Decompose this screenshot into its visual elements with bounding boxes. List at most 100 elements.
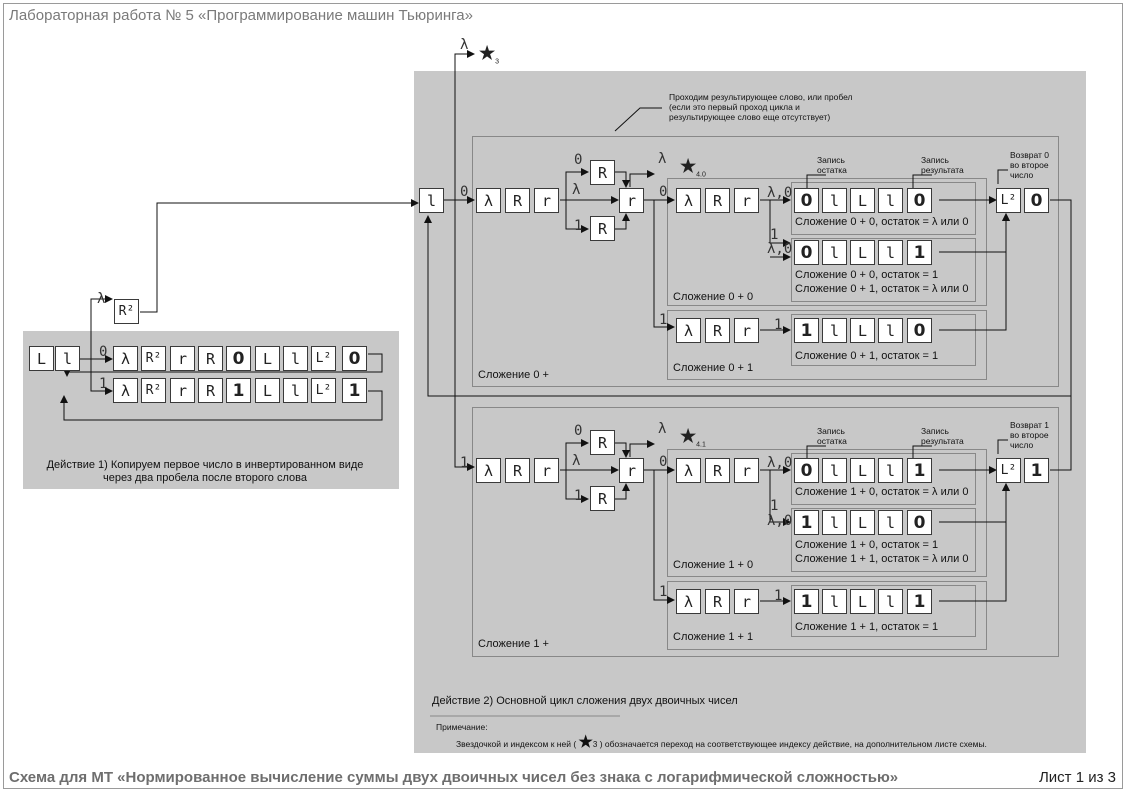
label-0: 0 <box>99 344 108 360</box>
label-lambda: λ <box>658 151 667 167</box>
label-1: 1 <box>574 218 583 234</box>
s01-rem1: Сложение 0 + 1, остаток = 1 <box>795 350 939 362</box>
label-1: 1 <box>774 588 783 604</box>
cell-l: l <box>878 188 903 213</box>
action1-caption: Действие 1) Копируем первое число в инве… <box>46 459 364 484</box>
sheet-frame <box>3 3 1123 789</box>
label-slozh01: Сложение 0 + 1 <box>673 362 754 374</box>
cell-r: r <box>734 188 759 213</box>
cell-L: L <box>850 188 875 213</box>
label-1: 1 <box>774 317 783 333</box>
cell-r: r <box>534 188 559 213</box>
label-vozvrat1: Возврат 1 во второе число <box>1010 420 1049 450</box>
frame-s00-a <box>791 182 976 235</box>
cell-R: R <box>505 188 530 213</box>
star-icon: ★ <box>578 734 593 751</box>
cell-L: L <box>850 240 875 265</box>
cell-l: l <box>55 346 80 371</box>
label-1: 1 <box>770 498 779 514</box>
cell-0: 0 <box>907 510 932 535</box>
label-zapis-rezultata: Запись результата <box>921 155 964 175</box>
cell-r: r <box>734 458 759 483</box>
frame-add-1 <box>472 407 1059 657</box>
cell-0: 0 <box>226 346 251 371</box>
cell-0: 0 <box>794 458 819 483</box>
cell-r: r <box>619 458 644 483</box>
cell-lambda: λ <box>476 188 501 213</box>
label-0: 0 <box>460 184 469 200</box>
cell-r: r <box>170 378 195 403</box>
cell-L: L <box>850 458 875 483</box>
label-0: 0 <box>574 152 583 168</box>
cell-l: l <box>822 240 847 265</box>
label-1: 1 <box>460 455 469 471</box>
s10-rem-lambda: Сложение 1 + 0, остаток = λ или 0 <box>795 486 969 498</box>
cell-1: 1 <box>907 589 932 614</box>
frame-s11 <box>791 585 976 637</box>
cell-0: 0 <box>907 318 932 343</box>
cell-R: R <box>590 160 615 185</box>
cell-R: R <box>505 458 530 483</box>
cell-L2: L² <box>311 346 336 371</box>
cell-1: 1 <box>794 589 819 614</box>
cell-l: l <box>878 510 903 535</box>
frame-add-10 <box>667 449 987 577</box>
cell-r: r <box>534 458 559 483</box>
cell-1: 1 <box>794 318 819 343</box>
cell-L2: L² <box>996 458 1021 483</box>
frame-add-0 <box>472 136 1059 387</box>
cell-0: 0 <box>342 346 367 371</box>
note-text: Звездочкой и индексом к ней ( ★3 ) обозн… <box>456 734 987 751</box>
cell-R: R <box>198 346 223 371</box>
cell-l: l <box>822 589 847 614</box>
cell-r: r <box>619 188 644 213</box>
label-lambda0: λ,0 <box>767 241 793 257</box>
label-zapis-ostatka: Запись остатка <box>817 155 847 175</box>
cell-lambda: λ <box>113 378 138 403</box>
frame-s01 <box>791 314 976 366</box>
cell-R: R <box>590 486 615 511</box>
cell-L: L <box>850 589 875 614</box>
cell-R2: R² <box>141 346 166 371</box>
cell-0: 0 <box>794 188 819 213</box>
label-1: 1 <box>770 227 779 243</box>
s11-rem1: Сложение 1 + 1, остаток = 1 <box>795 621 939 633</box>
label-1: 1 <box>659 312 668 328</box>
cell-L2: L² <box>996 188 1021 213</box>
cell-lambda: λ <box>113 346 138 371</box>
cell-L: L <box>850 318 875 343</box>
cell-l: l <box>878 589 903 614</box>
cell-L: L <box>255 346 280 371</box>
cell-l: l <box>419 188 444 213</box>
cell-L2: L² <box>311 378 336 403</box>
label-1: 1 <box>574 488 583 504</box>
frame-s10-a <box>791 453 976 505</box>
cell-R: R <box>590 216 615 241</box>
s11-rem-lambda: Сложение 1 + 1, остаток = λ или 0 <box>795 553 969 565</box>
frame-add-00 <box>667 178 987 306</box>
pass-note: Проходим результирующее слово, или пробе… <box>669 92 853 122</box>
frame-add-11 <box>667 581 987 650</box>
cell-lambda: λ <box>676 188 701 213</box>
cell-L: L <box>850 510 875 535</box>
cell-l: l <box>283 378 308 403</box>
label-lambda: λ <box>658 421 667 437</box>
cell-lambda: λ <box>676 318 701 343</box>
cell-l: l <box>878 318 903 343</box>
action2-panel <box>414 71 1086 753</box>
action2-caption: Действие 2) Основной цикл сложения двух … <box>432 695 738 707</box>
star-icon: ★4.0 <box>680 156 706 179</box>
label-zapis-rezultata: Запись результата <box>921 426 964 446</box>
frame-s10-b <box>791 508 976 572</box>
cell-R: R <box>705 458 730 483</box>
cell-1: 1 <box>907 458 932 483</box>
cell-R: R <box>705 318 730 343</box>
cell-lambda: λ <box>676 458 701 483</box>
cell-l: l <box>822 510 847 535</box>
s00-rem-lambda: Сложение 0 + 0, остаток = λ или 0 <box>795 216 969 228</box>
cell-0: 0 <box>1024 188 1049 213</box>
cell-0: 0 <box>794 240 819 265</box>
s01-rem-lambda: Сложение 0 + 1, остаток = λ или 0 <box>795 283 969 295</box>
cell-lambda: λ <box>476 458 501 483</box>
